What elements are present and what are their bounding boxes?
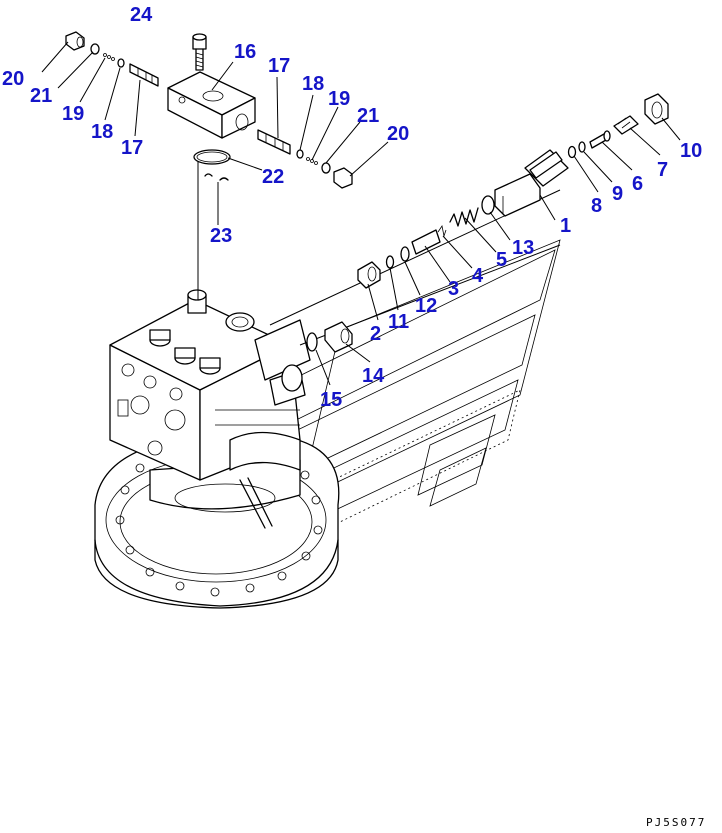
callout-8: 8 <box>591 195 602 217</box>
drawing-code: PJ5S077 <box>646 816 706 829</box>
cartridge-parts <box>306 93 669 353</box>
callout-21b: 21 <box>357 105 379 127</box>
callout-9: 9 <box>612 183 623 205</box>
callout-18a: 18 <box>302 73 324 95</box>
callout-15: 15 <box>320 389 342 411</box>
pins-23 <box>204 173 229 181</box>
callout-2: 2 <box>370 323 381 345</box>
callout-7: 7 <box>657 159 668 181</box>
callout-10: 10 <box>680 140 702 162</box>
left-valve-parts <box>65 31 159 87</box>
callout-19a: 19 <box>328 88 350 110</box>
callout-1: 1 <box>560 215 571 237</box>
callout-5: 5 <box>496 249 507 271</box>
callout-18b: 18 <box>91 121 113 143</box>
callout-17b: 17 <box>121 137 143 159</box>
callout-17a: 17 <box>268 55 290 77</box>
callout-20b: 20 <box>387 123 409 145</box>
callout-22: 22 <box>262 166 284 188</box>
callout-24: 24 <box>130 4 153 26</box>
callout-21a: 21 <box>30 85 52 107</box>
valve-block-16 <box>167 71 256 139</box>
callout-13: 13 <box>512 237 534 259</box>
callout-20a: 20 <box>2 68 24 90</box>
callout-leaders <box>41 41 681 386</box>
bolt-24 <box>192 33 207 71</box>
o-ring-22 <box>193 149 231 165</box>
callout-16: 16 <box>234 41 256 63</box>
swing-motor-assembly <box>94 289 340 609</box>
callout-23: 23 <box>210 225 232 247</box>
callout-14: 14 <box>362 365 385 387</box>
callout-4: 4 <box>472 265 484 287</box>
callout-6: 6 <box>632 173 643 195</box>
callout-12: 12 <box>415 295 437 317</box>
callout-11: 11 <box>388 311 409 333</box>
callout-labels: 1 2 3 4 5 6 7 8 9 10 11 12 13 14 15 16 1… <box>2 4 702 411</box>
right-valve-parts-upper <box>257 129 353 189</box>
callout-3: 3 <box>448 278 459 300</box>
callout-19b: 19 <box>62 103 84 125</box>
